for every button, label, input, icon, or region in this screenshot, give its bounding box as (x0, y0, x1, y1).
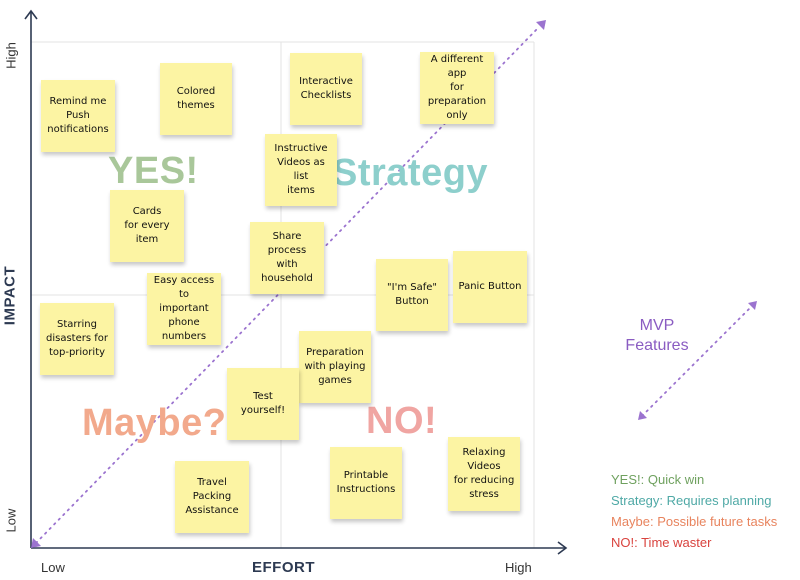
mvp-diagonal-start-arrow (31, 538, 41, 548)
sticky-note-share-process: Share process with household (250, 222, 324, 294)
legend-item-no: NO!: Time waster (611, 535, 712, 550)
mvp-legend-start-arrow (638, 411, 647, 420)
sticky-note-printable-instructions: Printable Instructions (330, 447, 402, 519)
mvp-features-label: MVP Features (625, 317, 689, 354)
legend-item-maybe: Maybe: Possible future tasks (611, 514, 778, 529)
mvp-legend-end-arrow (748, 301, 757, 310)
x-axis-arrow (557, 541, 568, 555)
sticky-note-travel-packing: Travel Packing Assistance (175, 461, 249, 533)
sticky-note-easy-access: Easy access to important phone numbers (147, 273, 221, 345)
y-axis-arrow (24, 9, 38, 20)
quadrant-label-maybe: Maybe? (82, 402, 227, 444)
mvp-legend-line (641, 304, 754, 417)
sticky-note-interactive-checklists: Interactive Checklists (290, 53, 362, 125)
x-tick-low: Low (41, 560, 65, 575)
sticky-note-relaxing-videos: Relaxing Videos for reducing stress (448, 437, 520, 511)
sticky-note-instructive-videos: Instructive Videos as list items (265, 134, 337, 206)
legend-item-strategy: Strategy: Requires planning (611, 493, 772, 508)
y-tick-high: High (3, 42, 19, 69)
sticky-note-test-yourself: Test yourself! (227, 368, 299, 440)
sticky-note-preparation-games: Preparation with playing games (299, 331, 371, 403)
sticky-note-remind-push: Remind me Push notifications (41, 80, 115, 152)
sticky-note-different-app: A different app for preparation only (420, 52, 494, 124)
legend-item-yes: YES!: Quick win (611, 472, 705, 487)
x-axis-title: EFFORT (252, 559, 315, 576)
sticky-note-cards: Cards for every item (110, 190, 184, 262)
quadrant-label-yes: YES! (108, 150, 199, 192)
sticky-note-colored-themes: Colored themes (160, 63, 232, 135)
quadrant-label-strategy: Strategy (332, 152, 489, 194)
x-tick-high: High (505, 560, 532, 575)
y-tick-low: Low (3, 508, 19, 533)
sticky-note-im-safe: "I'm Safe" Button (376, 259, 448, 331)
sticky-note-starring-disasters: Starring disasters for top-priority (40, 303, 114, 375)
mvp-diagonal-end-arrow (536, 20, 546, 30)
y-axis-title: IMPACT (1, 265, 19, 326)
sticky-note-panic-button: Panic Button (453, 251, 527, 323)
quadrant-label-no: NO! (366, 400, 438, 442)
